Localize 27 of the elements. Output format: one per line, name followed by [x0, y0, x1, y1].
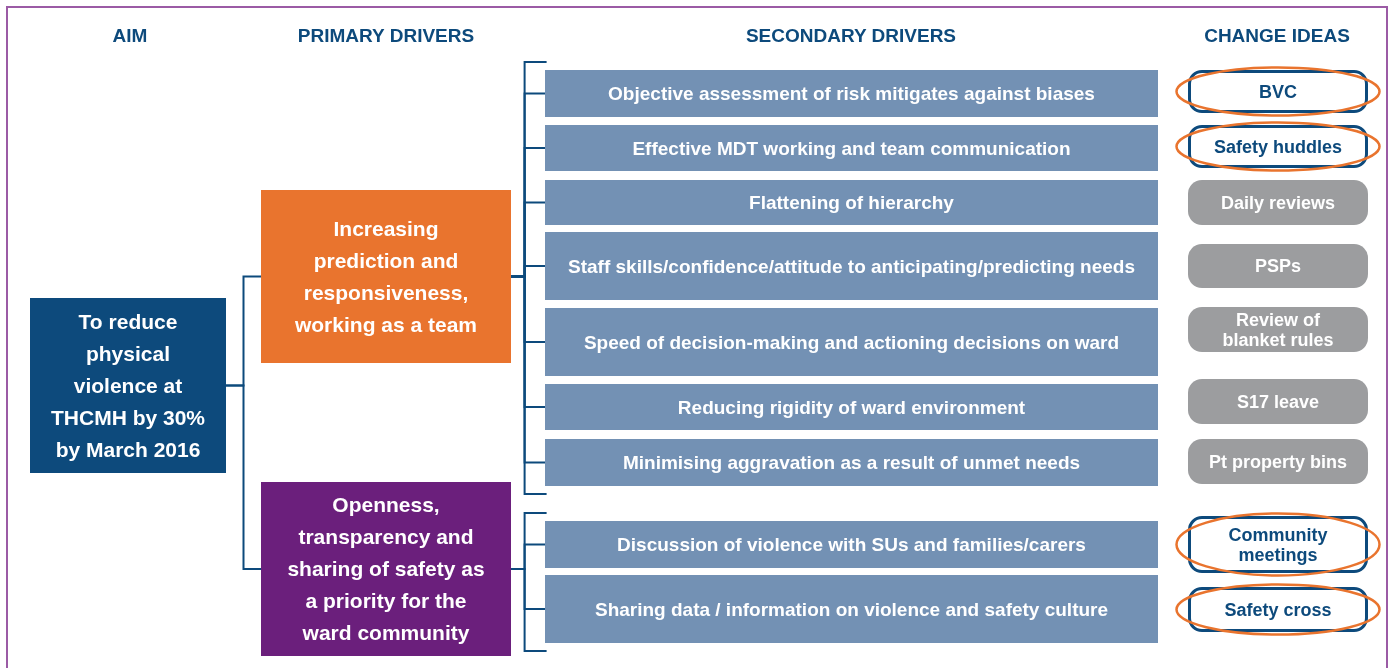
secondary-driver-box: Discussion of violence with SUs and families/carers: [545, 521, 1158, 568]
change-idea-box: Pt property bins: [1188, 439, 1368, 484]
circled-change-idea-box: Safety cross: [1175, 583, 1381, 636]
column-heading: SECONDARY DRIVERS: [745, 24, 957, 48]
column-heading: CHANGE IDEAS: [1204, 24, 1350, 48]
change-idea-box: PSPs: [1188, 244, 1368, 288]
secondary-driver-box: Sharing data / information on violence and safety culture: [545, 575, 1158, 643]
connector-line: [510, 568, 546, 610]
connector-line: [225, 384, 262, 570]
secondary-driver-box: Effective MDT working and team communication: [545, 125, 1158, 171]
column-heading: PRIMARY DRIVERS: [297, 24, 475, 48]
circled-change-idea-box: Safety huddles: [1175, 121, 1381, 172]
secondary-driver-box: Reducing rigidity of ward environment: [545, 384, 1158, 430]
aim-box: To reduce physical violence at THCMH by 30% by March 2016: [30, 298, 226, 473]
secondary-driver-box: Minimising aggravation as a result of unmet needs: [545, 439, 1158, 486]
primary-driver-box: Increasing prediction and responsiveness, working as a team: [261, 190, 511, 363]
change-idea-box: Review of blanket rules: [1188, 307, 1368, 352]
circled-change-idea-box: BVC: [1175, 66, 1381, 117]
secondary-driver-box: Objective assessment of risk mitigates against biases: [545, 70, 1158, 117]
column-heading: AIM: [112, 24, 148, 48]
secondary-driver-box: Speed of decision-making and actioning decisions on ward: [545, 308, 1158, 376]
primary-driver-box: Openness, transparency and sharing of safety as a priority for the ward community: [261, 482, 511, 656]
change-idea-box: S17 leave: [1188, 379, 1368, 424]
change-idea-box: Daily reviews: [1188, 180, 1368, 225]
secondary-driver-box: Flattening of hierarchy: [545, 180, 1158, 225]
circled-change-idea-box: Community meetings: [1175, 512, 1381, 577]
secondary-driver-box: Staff skills/confidence/attitude to anticipating/predicting needs: [545, 232, 1158, 300]
